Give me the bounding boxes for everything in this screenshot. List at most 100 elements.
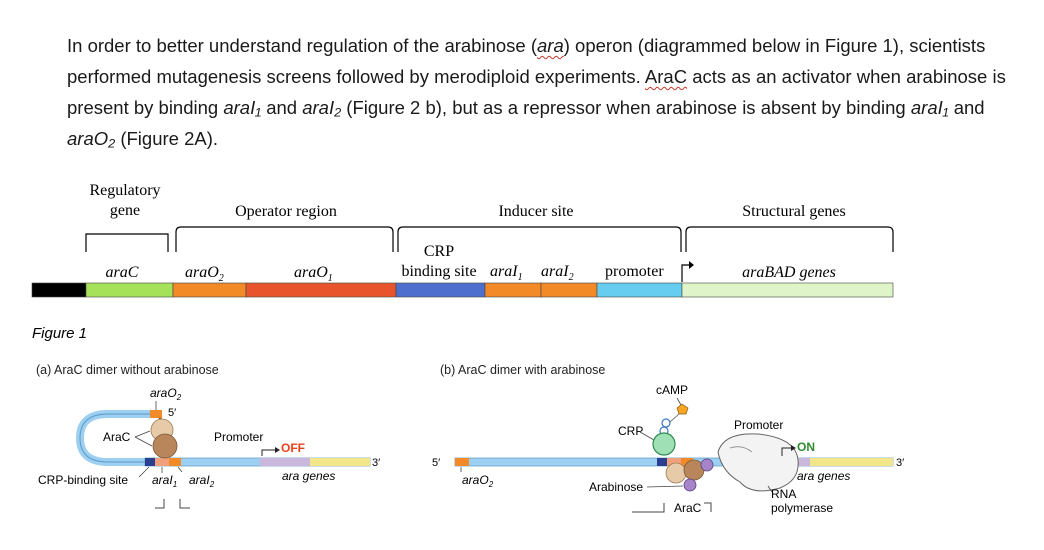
label-ara-genes: ara genes <box>797 469 850 483</box>
label-promoter: Promoter <box>734 418 783 432</box>
gene-bar <box>31 282 894 298</box>
label-arai1: araI1 <box>490 263 523 283</box>
promoter-arrow-icon <box>781 447 792 456</box>
region-brackets <box>85 226 894 252</box>
figure-2a-title: (a) AraC dimer without arabinose <box>36 363 219 377</box>
rnap-pointer <box>767 485 773 493</box>
bar-segment-arai1 <box>484 282 542 298</box>
intro-arai1: araI₁ <box>910 97 949 118</box>
label-arac: AraC <box>103 430 131 444</box>
arac-domain <box>152 433 178 459</box>
camp-ring-icon <box>661 418 671 428</box>
bar-segment-upstream <box>31 282 87 298</box>
label-five-prime: 5′ <box>168 407 176 419</box>
figure-2a: (a) AraC dimer without arabinose araO2 5… <box>36 363 380 509</box>
label-arai2: araI2 <box>541 263 574 283</box>
label-rnap: polymerase <box>771 501 833 515</box>
label-arao2: araO2 <box>150 386 182 402</box>
label-three-prime: 3′ <box>372 457 380 469</box>
intro-text: (Figure 2 b), but as a repressor when ar… <box>341 97 911 118</box>
intro-arac: AraC <box>644 66 688 87</box>
intro-arai1: araI₁ <box>223 97 262 118</box>
label-camp: cAMP <box>656 383 688 397</box>
arac-dimer <box>665 458 714 492</box>
status-off: OFF <box>281 441 305 455</box>
label-crp-site: CRP-binding site <box>38 473 128 487</box>
arac-domain <box>665 462 687 484</box>
figure-2b: (b) AraC dimer with arabinose 5′ 3′ araO… <box>432 363 904 515</box>
label-arai1: araI1 <box>152 473 177 489</box>
label-arabad: araBAD genes <box>742 264 836 281</box>
dna-arai1 <box>155 458 169 466</box>
intro-text: ) operon (diagrammed below in Figure 1),… <box>67 35 986 87</box>
dna-crp-site <box>145 458 155 466</box>
header-operator: Operator region <box>235 203 337 220</box>
bar-segment-crp <box>395 282 486 298</box>
arabinose-icon <box>683 478 697 492</box>
promoter-arrow-icon <box>689 261 694 269</box>
arabinose-pointer <box>646 485 684 488</box>
figure-1-caption: Figure 1 <box>32 325 87 342</box>
dna-promoter <box>260 458 310 466</box>
promoter-arrow-icon <box>791 445 796 451</box>
bracket-operator <box>175 226 394 252</box>
bar-segment-arai2 <box>540 282 598 298</box>
site-brackets <box>155 499 190 509</box>
label-crp: binding site <box>401 263 476 280</box>
rna-polymerase <box>717 433 799 492</box>
camp-molecule-icon <box>676 403 689 415</box>
bar-segment-arao1 <box>245 282 397 298</box>
label-arai2: araI2 <box>189 473 215 489</box>
label-crp: CRP <box>424 243 454 260</box>
dna-arai2 <box>681 458 693 466</box>
bracket-structural <box>685 226 894 252</box>
label-five-prime: 5′ <box>432 457 440 469</box>
crp-protein <box>652 432 676 456</box>
status-on: ON <box>797 440 815 454</box>
label-three-prime: 3′ <box>896 457 904 469</box>
intro-paragraph: In order to better understand regulation… <box>67 30 1027 154</box>
dna-loop-edge <box>79 413 160 463</box>
arac-brackets <box>632 502 712 513</box>
header-regulatory: gene <box>110 202 140 219</box>
bar-segment-arac <box>85 282 174 298</box>
intro-text: In order to better understand regulation… <box>67 35 537 56</box>
figure-1: Regulatory gene Operator region Inducer … <box>31 182 894 342</box>
label-arao2: araO2 <box>462 473 494 489</box>
dna-arao2 <box>455 458 469 466</box>
bar-segment-arabad <box>681 282 894 298</box>
bracket-regulatory <box>85 233 169 252</box>
label-arabinose: Arabinose <box>589 480 643 494</box>
label-rnap: RNA <box>771 487 796 501</box>
header-regulatory: Regulatory <box>89 182 160 199</box>
intro-text: acts as an activator when arabinose is p… <box>67 66 1006 118</box>
crp-pointer <box>639 431 655 441</box>
label-arao2: araO2 <box>185 264 224 284</box>
dna-ara-genes <box>310 458 370 466</box>
camp-pointer <box>676 397 682 406</box>
intro-arai2: araI₂ <box>302 97 342 118</box>
arai-pointers <box>161 466 183 473</box>
bar-segment-arao2 <box>172 282 247 298</box>
label-arac: araC <box>106 264 139 281</box>
intro-text: (Figure 2A). <box>115 128 218 149</box>
dna-ara-genes <box>810 458 893 466</box>
dna-crp-site <box>657 458 667 466</box>
promoter-arrow-icon <box>275 447 280 453</box>
label-promoter: Promoter <box>214 430 263 444</box>
label-crp: CRP <box>618 424 643 438</box>
intro-text: and <box>261 97 303 118</box>
bar-segment-promoter <box>596 282 683 298</box>
promoter-arrow-icon <box>261 449 276 456</box>
label-arao1: araO1 <box>294 264 333 284</box>
header-inducer: Inducer site <box>498 203 573 220</box>
label-ara-genes: ara genes <box>282 469 335 483</box>
label-arac: AraC <box>674 501 702 515</box>
label-promoter: promoter <box>605 263 664 280</box>
dna-arai2 <box>169 458 181 466</box>
rna-polymerase-detail <box>729 446 753 453</box>
intro-ara: ara <box>537 35 564 56</box>
dna-arai1 <box>667 458 681 466</box>
figure-2b-title: (b) AraC dimer with arabinose <box>440 363 605 377</box>
